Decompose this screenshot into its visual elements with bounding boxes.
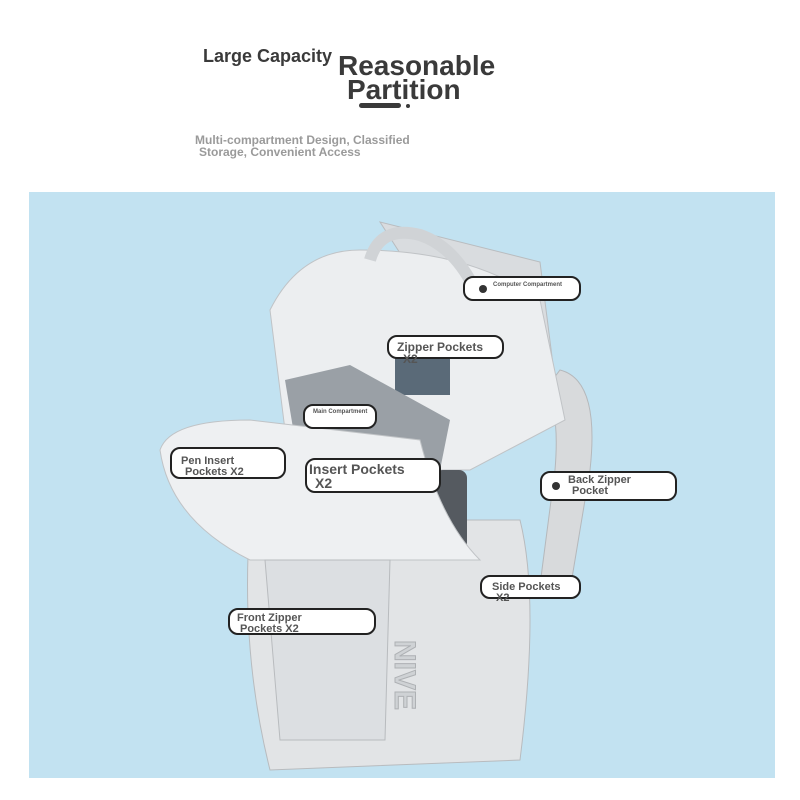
handle bbox=[364, 226, 476, 284]
title-underline bbox=[359, 103, 401, 108]
front-pocket bbox=[264, 559, 391, 741]
dot-marker-icon bbox=[479, 285, 487, 293]
callout-label: Zipper Pockets bbox=[397, 340, 484, 354]
subtitle-line1: Multi-compartment Design, Classified bbox=[195, 133, 410, 147]
subtitle: Multi-compartment Design, Classified Sto… bbox=[195, 134, 410, 158]
callout-label: Front Zipper bbox=[237, 612, 302, 624]
callout-label: Pen Insert bbox=[181, 455, 235, 467]
callout-main-compartment: Main Compartment bbox=[303, 404, 377, 429]
callout-zipper-pockets: Zipper Pockets X2 bbox=[387, 335, 504, 365]
brand-logo: NIVE bbox=[388, 640, 421, 710]
title-small: Large Capacity bbox=[203, 46, 333, 66]
title-big-line1: Reasonable bbox=[338, 50, 496, 81]
dot-marker-icon bbox=[552, 482, 560, 490]
subtitle-line2: Storage, Convenient Access bbox=[199, 145, 361, 159]
callout-label: X2 bbox=[496, 592, 510, 604]
callout-insert-pockets: Insert Pockets X2 bbox=[305, 458, 441, 493]
callout-label: Insert Pockets bbox=[309, 461, 405, 477]
callout-label: Pocket bbox=[572, 485, 609, 497]
callout-label: Main Compartment bbox=[313, 409, 368, 415]
callout-label: X2 bbox=[315, 475, 333, 491]
callout-pen-insert-pockets: Pen Insert Pockets X2 bbox=[170, 447, 286, 479]
callout-side-pockets: Side Pockets X2 bbox=[480, 575, 581, 604]
callout-label: Pockets X2 bbox=[240, 623, 299, 635]
callout-front-zipper-pockets: Front Zipper Pockets X2 bbox=[228, 608, 376, 635]
title-dot bbox=[406, 104, 410, 108]
callout-label: Pockets X2 bbox=[185, 466, 244, 478]
callout-label: Computer Compartment bbox=[493, 282, 563, 288]
callout-label: Back Zipper bbox=[568, 474, 631, 486]
callout-label: Side Pockets bbox=[492, 581, 561, 593]
callout-back-zipper-pocket: Back Zipper Pocket bbox=[540, 471, 677, 501]
callout-computer-compartment: Computer Compartment bbox=[463, 276, 581, 301]
callout-label: X2 bbox=[403, 352, 418, 366]
title-big-line2: Partition bbox=[347, 74, 461, 105]
